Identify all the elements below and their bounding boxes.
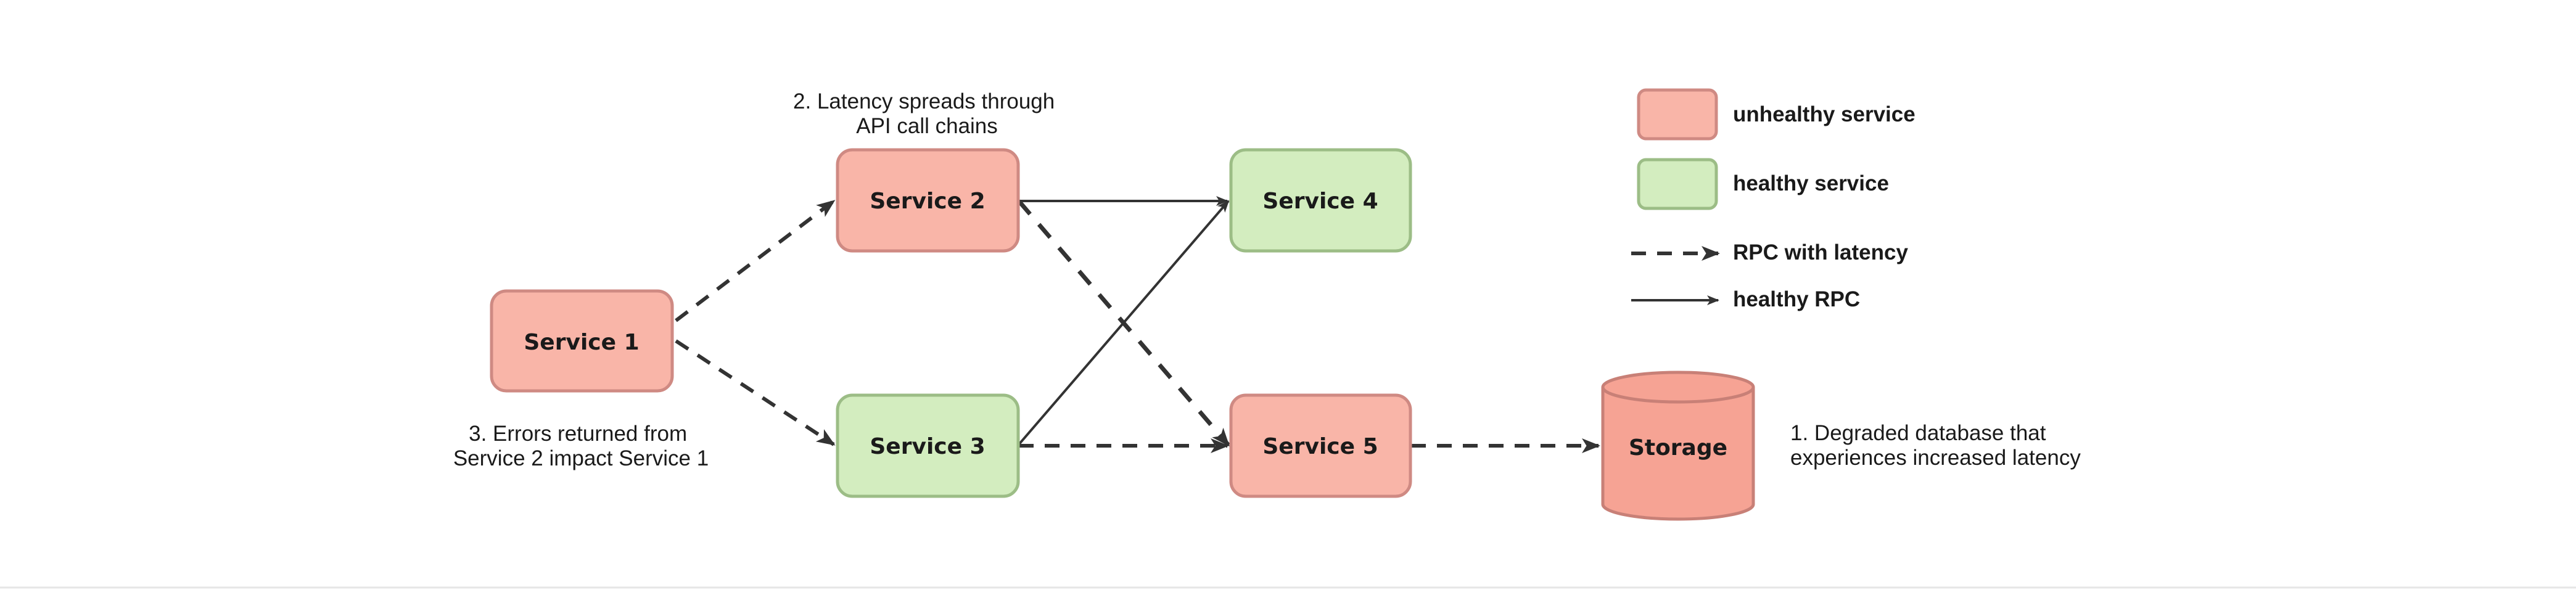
service-2-label: Service 2 — [870, 189, 985, 214]
note-errors-returned: 3. Errors returned from Service 2 impact… — [453, 422, 709, 470]
storage-node: Storage — [1601, 371, 1755, 521]
storage-label: Storage — [1629, 435, 1727, 461]
note-errors-line-1: 3. Errors returned from — [469, 422, 687, 446]
edges — [675, 196, 1600, 453]
edge-service1-service3 — [675, 339, 836, 446]
service-3-node: Service 3 — [836, 393, 1020, 498]
service-1-node: Service 1 — [490, 289, 674, 393]
edge-service1-service2 — [675, 199, 836, 322]
note-degraded-database: 1. Degraded database that experiences in… — [1790, 421, 2081, 470]
note-latency-line-2: API call chains — [856, 114, 998, 138]
service-3-label: Service 3 — [870, 434, 985, 459]
note-database-line-2: experiences increased latency — [1790, 446, 2081, 470]
note-latency-spreads: 2. Latency spreads through API call chai… — [793, 89, 1061, 138]
service-5-node: Service 5 — [1229, 393, 1412, 498]
legend-unhealthy-label: unhealthy service — [1733, 102, 1916, 126]
service-2-node: Service 2 — [836, 148, 1020, 253]
note-errors-line-2: Service 2 impact Service 1 — [453, 446, 709, 470]
service-5-label: Service 5 — [1262, 434, 1378, 459]
note-latency-line-1: 2. Latency spreads through — [793, 89, 1055, 113]
legend-unhealthy-swatch — [1637, 88, 1718, 141]
legend-healthy-swatch — [1637, 158, 1718, 210]
legend-healthy-label: healthy service — [1733, 171, 1889, 195]
edge-service3-service4 — [1018, 200, 1230, 446]
legend: unhealthy service healthy service RPC wi… — [1631, 88, 1916, 311]
note-database-line-1: 1. Degraded database that — [1790, 421, 2046, 445]
legend-rpc-latency-label: RPC with latency — [1733, 240, 1908, 264]
service-1-label: Service 1 — [524, 330, 639, 355]
legend-rpc-healthy-label: healthy RPC — [1733, 287, 1860, 311]
service-4-label: Service 4 — [1262, 189, 1378, 214]
service-4-node: Service 4 — [1229, 148, 1412, 253]
